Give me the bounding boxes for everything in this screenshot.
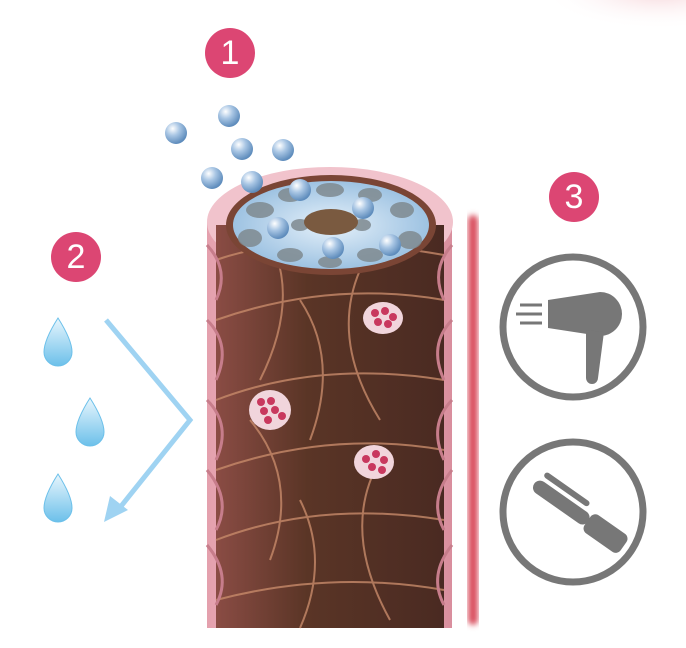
hair-dryer-icon: [499, 253, 647, 401]
step-badge-2: 2: [51, 232, 101, 282]
step-badge-3: 3: [549, 172, 599, 222]
damage-spots: [249, 302, 403, 479]
molecules: [165, 105, 401, 259]
hair-shaft: [205, 167, 454, 629]
heat-bar: [468, 215, 478, 625]
water-drop-icon: [43, 317, 105, 523]
arrow-icon: [104, 318, 194, 512]
curling-iron-icon: [499, 438, 647, 586]
step-badge-1: 1: [205, 28, 255, 78]
